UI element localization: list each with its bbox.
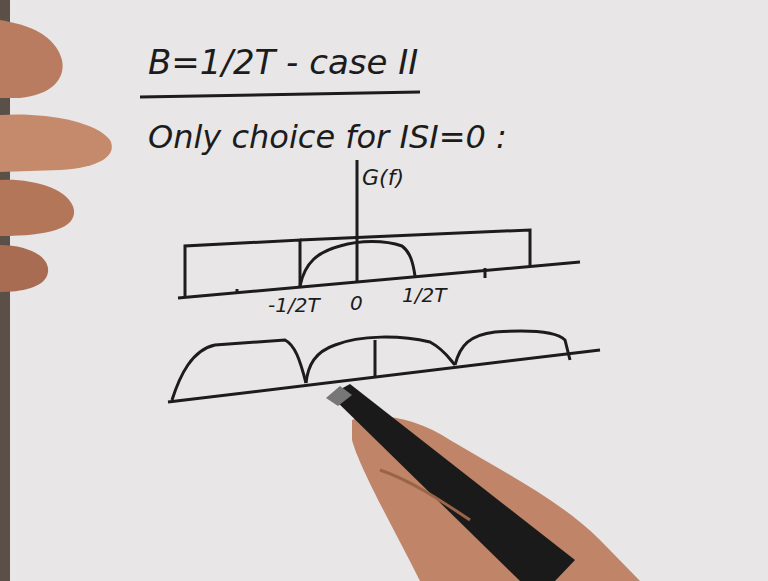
tick-label: -1/2T <box>268 294 320 316</box>
top-spectrum <box>178 160 580 298</box>
slide-title: B=1/2T - case II <box>148 44 418 81</box>
spectrum-curve <box>300 242 415 287</box>
replica-left <box>185 240 300 298</box>
statement: Only choice for ISI=0 : <box>148 120 507 155</box>
marker-tip <box>326 386 352 406</box>
replica-left <box>172 340 306 400</box>
vertical-axis <box>374 340 377 378</box>
frequency-axis <box>178 262 580 298</box>
replica-center <box>306 337 455 383</box>
title-underline <box>140 92 420 97</box>
hand <box>0 114 112 172</box>
tick-label: 0 <box>350 292 363 314</box>
marker-pen <box>330 384 575 581</box>
tick <box>484 268 487 278</box>
hand <box>0 245 48 292</box>
tick-label: 1/2T <box>402 284 446 306</box>
finger <box>380 470 470 520</box>
axis-label: G(f) <box>362 166 404 190</box>
hand <box>0 180 74 236</box>
tick <box>236 289 239 294</box>
hand <box>0 20 63 98</box>
replica-right <box>455 331 570 365</box>
bottom-spectrum <box>168 331 600 402</box>
vertical-axis <box>356 160 359 282</box>
frequency-axis <box>168 350 600 402</box>
